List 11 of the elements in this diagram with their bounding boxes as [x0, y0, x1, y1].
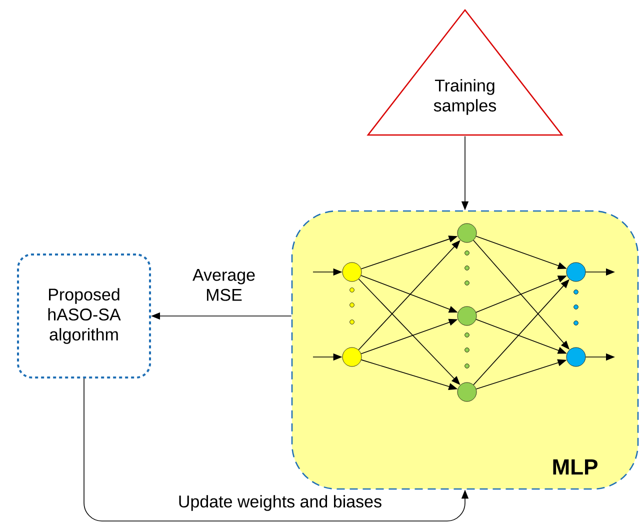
neuron-circle	[342, 262, 362, 282]
neuron-circle	[457, 306, 477, 326]
mlp-box: MLP	[291, 210, 639, 490]
algorithm-box: Proposed hASO-SA algorithm	[17, 254, 151, 378]
neuron-circle	[342, 347, 362, 367]
neuron-circle	[457, 382, 477, 402]
edge-label: Update weights and biases	[179, 495, 382, 511]
neuron-circle	[566, 262, 586, 282]
neuron-circle	[566, 347, 586, 367]
edge-label: Average MSE	[192, 269, 255, 301]
neuron-circle	[457, 223, 477, 243]
